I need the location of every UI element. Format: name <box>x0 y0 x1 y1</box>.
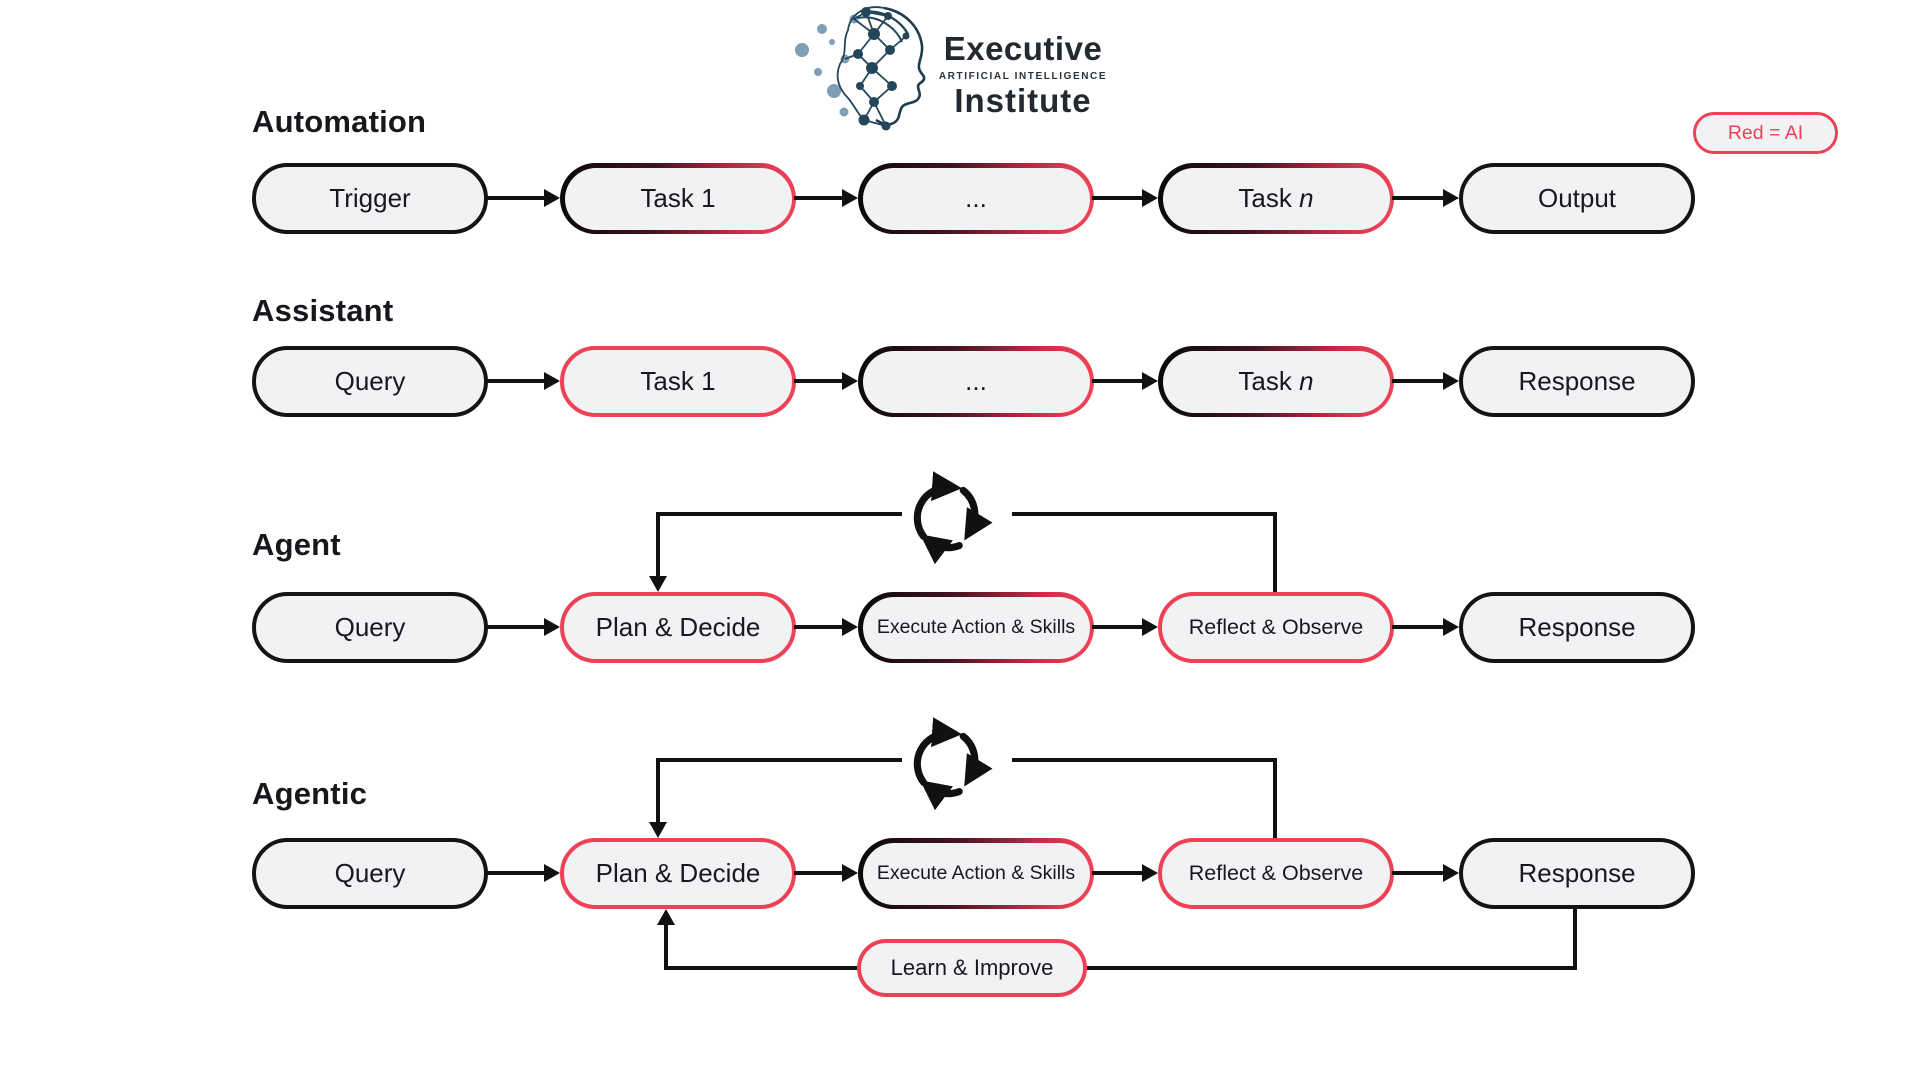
arrowhead <box>842 864 858 882</box>
node-agent-execute-action-skills: Execute Action & Skills <box>858 592 1094 663</box>
arrow-connector <box>1392 871 1443 875</box>
node-automation-task-n: Task n <box>1158 163 1394 234</box>
node-assistant-ellipsis: ... <box>858 346 1094 417</box>
arrowhead <box>842 189 858 207</box>
arrow-connector <box>1092 196 1142 200</box>
cycle-arrows-icon <box>913 717 993 811</box>
node-assistant-task-n: Task n <box>1158 346 1394 417</box>
node-agent-response: Response <box>1459 592 1695 663</box>
logo-subtitle: ARTIFICIAL INTELLIGENCE <box>938 70 1108 82</box>
node-agent-plan-decide: Plan & Decide <box>560 592 796 663</box>
learn-loop-line <box>1085 966 1577 970</box>
arrowhead <box>842 618 858 636</box>
arrowhead <box>544 372 560 390</box>
node-assistant-response: Response <box>1459 346 1695 417</box>
node-automation-ellipsis: ... <box>858 163 1094 234</box>
arrowhead <box>657 909 675 925</box>
node-agentic-learn-improve: Learn & Improve <box>857 939 1087 997</box>
arrow-connector <box>794 625 842 629</box>
feedback-loop-line <box>656 512 660 576</box>
arrowhead <box>649 576 667 592</box>
legend-label: Red = AI <box>1727 121 1804 144</box>
feedback-loop-line <box>1012 758 1277 762</box>
row-label-assistant: Assistant <box>252 293 394 328</box>
arrow-connector <box>794 379 842 383</box>
arrowhead <box>1142 864 1158 882</box>
node-automation-output: Output <box>1459 163 1695 234</box>
brain-network-head-icon <box>795 6 926 131</box>
row-label-automation: Automation <box>252 104 427 139</box>
node-agentic-plan-decide: Plan & Decide <box>560 838 796 909</box>
legend-red-ai: Red = AI <box>1693 112 1838 154</box>
arrowhead <box>1443 372 1459 390</box>
node-agent-reflect-observe: Reflect & Observe <box>1158 592 1394 663</box>
feedback-loop-line <box>1012 512 1277 516</box>
learn-loop-line <box>664 925 668 970</box>
learn-loop-line <box>664 966 857 970</box>
arrow-connector <box>794 196 842 200</box>
arrowhead <box>1443 618 1459 636</box>
feedback-loop-line <box>1273 512 1277 592</box>
logo-title: Executive <box>943 30 1103 67</box>
node-agent-query: Query <box>252 592 488 663</box>
node-agentic-execute-action-skills: Execute Action & Skills <box>858 838 1094 909</box>
node-assistant-query: Query <box>252 346 488 417</box>
logo: Executive ARTIFICIAL INTELLIGENCE Instit… <box>933 30 1113 119</box>
arrow-connector <box>486 871 544 875</box>
feedback-loop-line <box>656 758 660 822</box>
arrowhead <box>544 189 560 207</box>
arrow-connector <box>486 196 544 200</box>
arrowhead <box>842 372 858 390</box>
arrowhead <box>1142 618 1158 636</box>
logo-title-2: Institute <box>954 81 1092 119</box>
row-label-agentic: Agentic <box>252 776 368 811</box>
arrowhead <box>1443 189 1459 207</box>
arrow-connector <box>794 871 842 875</box>
feedback-loop-line <box>656 512 902 516</box>
arrowhead <box>649 822 667 838</box>
row-label-agent: Agent <box>252 527 341 562</box>
arrow-connector <box>1092 625 1142 629</box>
node-agentic-query: Query <box>252 838 488 909</box>
node-assistant-task-1: Task 1 <box>560 346 796 417</box>
arrow-connector <box>486 379 544 383</box>
feedback-loop-line <box>656 758 902 762</box>
arrow-connector <box>486 625 544 629</box>
learn-loop-line <box>1573 909 1577 970</box>
node-automation-task-1: Task 1 <box>560 163 796 234</box>
feedback-loop-line <box>1273 758 1277 838</box>
arrow-connector <box>1092 379 1142 383</box>
arrow-connector <box>1392 379 1443 383</box>
arrow-connector <box>1392 196 1443 200</box>
arrowhead <box>1142 372 1158 390</box>
arrow-connector <box>1392 625 1443 629</box>
node-automation-trigger: Trigger <box>252 163 488 234</box>
node-agentic-response: Response <box>1459 838 1695 909</box>
node-agentic-reflect-observe: Reflect & Observe <box>1158 838 1394 909</box>
arrowhead <box>544 864 560 882</box>
cycle-arrows-icon <box>913 471 993 565</box>
arrowhead <box>1443 864 1459 882</box>
arrowhead <box>544 618 560 636</box>
arrowhead <box>1142 189 1158 207</box>
arrow-connector <box>1092 871 1142 875</box>
